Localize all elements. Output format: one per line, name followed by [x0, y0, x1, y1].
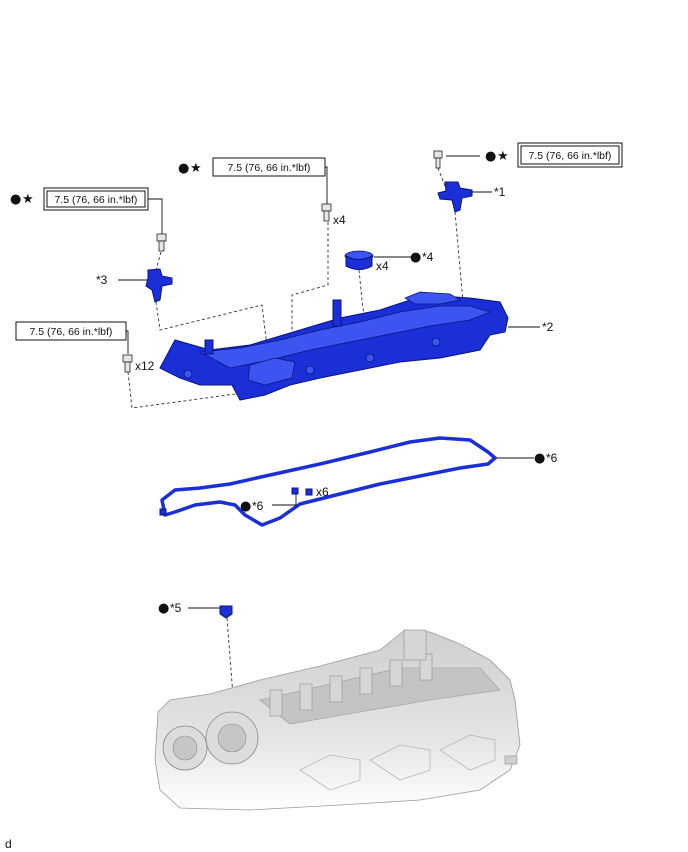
torque-spec-cover-bolts: 7.5 (76, 66 in.*lbf)	[15, 321, 129, 354]
apply-oil-dot-icon: ●	[485, 149, 496, 164]
bolt-cover	[122, 354, 133, 373]
apply-oil-dot-icon: ●	[10, 192, 21, 207]
cylinder-head-cover-2	[159, 291, 509, 401]
torque-value-cover-bolts: 7.5 (76, 66 in.*lbf)	[30, 326, 113, 338]
figure-code: d	[5, 837, 12, 851]
replace-star-icon: ★	[497, 149, 509, 164]
torque-value-center: 7.5 (76, 66 in.*lbf)	[228, 162, 311, 174]
camshaft-position-sensor-1	[437, 181, 473, 213]
torque-value-left: 7.5 (76, 66 in.*lbf)	[55, 194, 138, 206]
callout-1: *1	[494, 185, 506, 199]
callout-2: *2	[542, 320, 554, 334]
camshaft-position-sensor-3	[145, 268, 173, 303]
bolt-center	[321, 203, 332, 222]
qty-bolt-center: x4	[333, 213, 346, 227]
qty-seal: x4	[376, 259, 389, 273]
torque-spec-top-right: 7.5 (76, 66 in.*lbf) ● ★	[446, 142, 623, 168]
apply-oil-dot-icon: ●	[158, 601, 169, 616]
apply-oil-dot-icon: ●	[410, 250, 421, 265]
torque-spec-left: 7.5 (76, 66 in.*lbf) ● ★	[10, 187, 163, 234]
replace-star-icon: ★	[22, 192, 34, 207]
plug-tube-seal-4	[344, 250, 374, 270]
callout-3: *3	[96, 273, 108, 287]
torque-spec-center: 7.5 (76, 66 in.*lbf) ● ★	[178, 157, 328, 204]
apply-oil-dot-icon: ●	[534, 451, 545, 466]
qty-bolt-cover: x12	[135, 359, 155, 373]
bolt-sensor-1	[433, 150, 443, 169]
apply-oil-dot-icon: ●	[240, 499, 251, 514]
qty-gasket: x6	[316, 485, 329, 499]
callout-6-gasket-small: *6	[252, 499, 264, 513]
callout-5: *5	[170, 601, 182, 615]
replace-star-icon: ★	[190, 161, 202, 176]
bolt-sensor-3	[156, 233, 167, 252]
callout-6-gasket: *6	[546, 451, 558, 465]
apply-oil-dot-icon: ●	[178, 161, 189, 176]
cylinder-head	[154, 629, 521, 811]
spark-plug-tube-gasket-5	[219, 605, 233, 619]
torque-value-top-right: 7.5 (76, 66 in.*lbf)	[529, 150, 612, 162]
callout-4: *4	[422, 250, 434, 264]
cylinder-head-cover-gasket-6	[159, 436, 497, 527]
